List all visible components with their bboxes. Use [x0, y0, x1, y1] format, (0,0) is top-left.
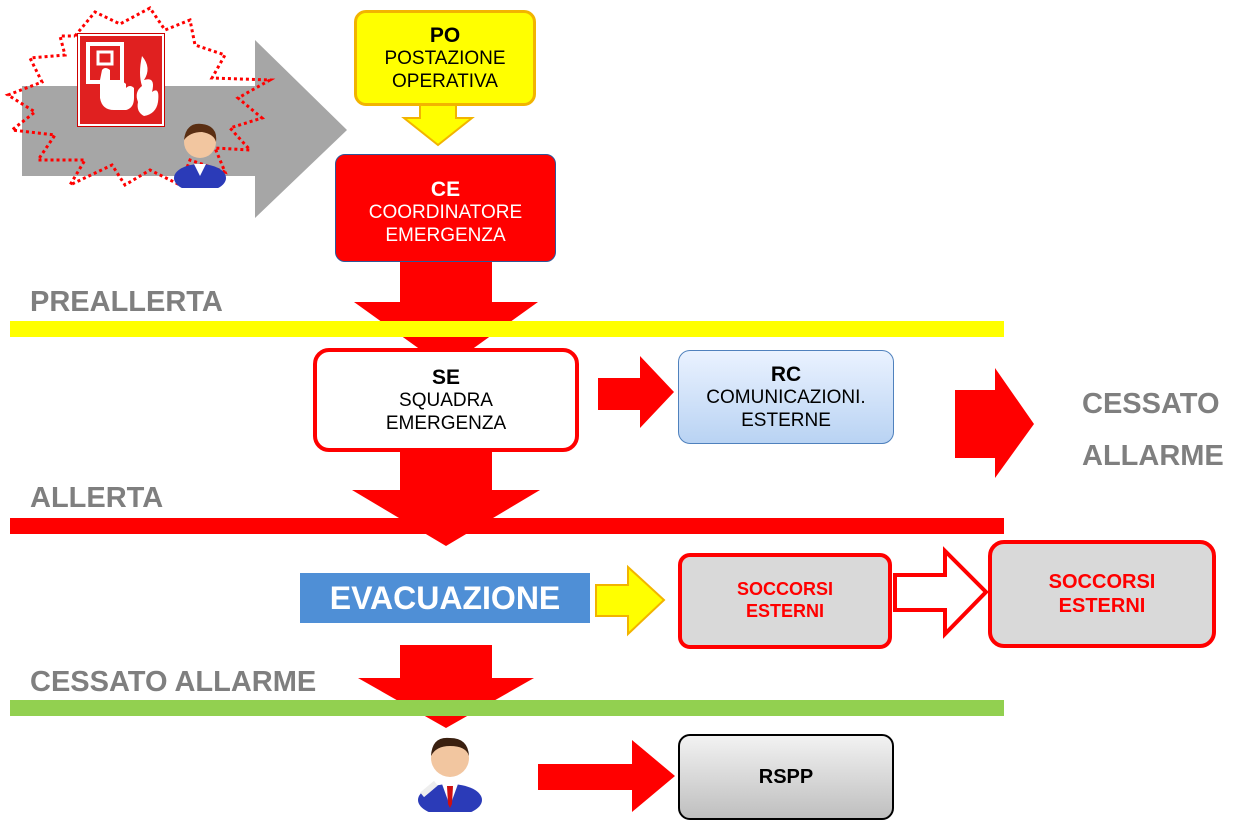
node-soccorsi-1: SOCCORSI ESTERNI	[678, 553, 892, 649]
cessato-side-line1: CESSATO	[1082, 388, 1220, 420]
node-rc-line2: ESTERNE	[741, 409, 831, 431]
node-rc: RC COMUNICAZIONI. ESTERNE	[678, 350, 894, 444]
node-se: SE SQUADRA EMERGENZA	[313, 348, 579, 452]
node-soccorsi-2-line2: ESTERNI	[1058, 595, 1146, 617]
phase-label-allerta: ALLERTA	[30, 482, 164, 514]
node-ce: CE COORDINATORE EMERGENZA	[335, 154, 556, 262]
node-ce-code: CE	[430, 177, 461, 201]
node-soccorsi-2: SOCCORSI ESTERNI	[988, 540, 1216, 648]
operator-person-icon	[172, 118, 228, 188]
cessato-band	[10, 700, 1004, 716]
node-rc-line1: COMUNICAZIONI.	[706, 386, 866, 408]
node-evacuazione: EVACUAZIONE	[300, 573, 590, 623]
phase-label-cessato: CESSATO ALLARME	[30, 666, 317, 698]
po-ce-arrow	[401, 99, 475, 147]
node-rspp: RSPP	[678, 734, 894, 820]
node-po-line2: OPERATIVA	[392, 70, 498, 92]
node-po: PO POSTAZIONE OPERATIVA	[354, 10, 536, 106]
person-rspp-arrow	[538, 740, 675, 812]
rc-cessato-arrow	[955, 368, 1034, 478]
cessato-side-line2: ALLARME	[1082, 440, 1224, 472]
alarm-burst-outline	[4, 6, 276, 189]
node-evacuazione-label: EVACUAZIONE	[329, 579, 561, 616]
ce-se-arrow	[354, 258, 538, 368]
node-po-line1: POSTAZIONE	[384, 47, 506, 69]
se-evac-arrow	[352, 440, 540, 546]
manager-person-icon	[416, 730, 484, 812]
node-soccorsi-2-line1: SOCCORSI	[1048, 571, 1156, 593]
preallerta-band	[10, 321, 1004, 337]
evac-person-arrow	[358, 645, 534, 728]
cessato-side-label: CESSATO ALLARME	[1082, 378, 1251, 482]
node-rspp-label: RSPP	[758, 766, 814, 788]
node-ce-line1: COORDINATORE	[368, 201, 523, 223]
soccorsi-soccorsi-arrow	[893, 546, 989, 639]
node-se-code: SE	[431, 365, 460, 389]
fire-alarm-button-icon	[78, 34, 164, 126]
allerta-band	[10, 518, 1004, 534]
node-soccorsi-1-line1: SOCCORSI	[736, 579, 833, 600]
phase-label-preallerta: PREALLERTA	[30, 286, 223, 318]
se-rc-arrow	[598, 356, 674, 428]
node-po-code: PO	[429, 23, 461, 47]
node-se-line2: EMERGENZA	[385, 412, 507, 434]
node-se-line1: SQUADRA	[399, 389, 493, 411]
node-ce-line2: EMERGENZA	[385, 224, 506, 246]
node-soccorsi-1-line2: ESTERNI	[745, 601, 824, 621]
big-grey-arrow	[22, 40, 347, 218]
node-rc-code: RC	[770, 362, 802, 386]
evac-soccorsi-arrow	[595, 564, 666, 637]
